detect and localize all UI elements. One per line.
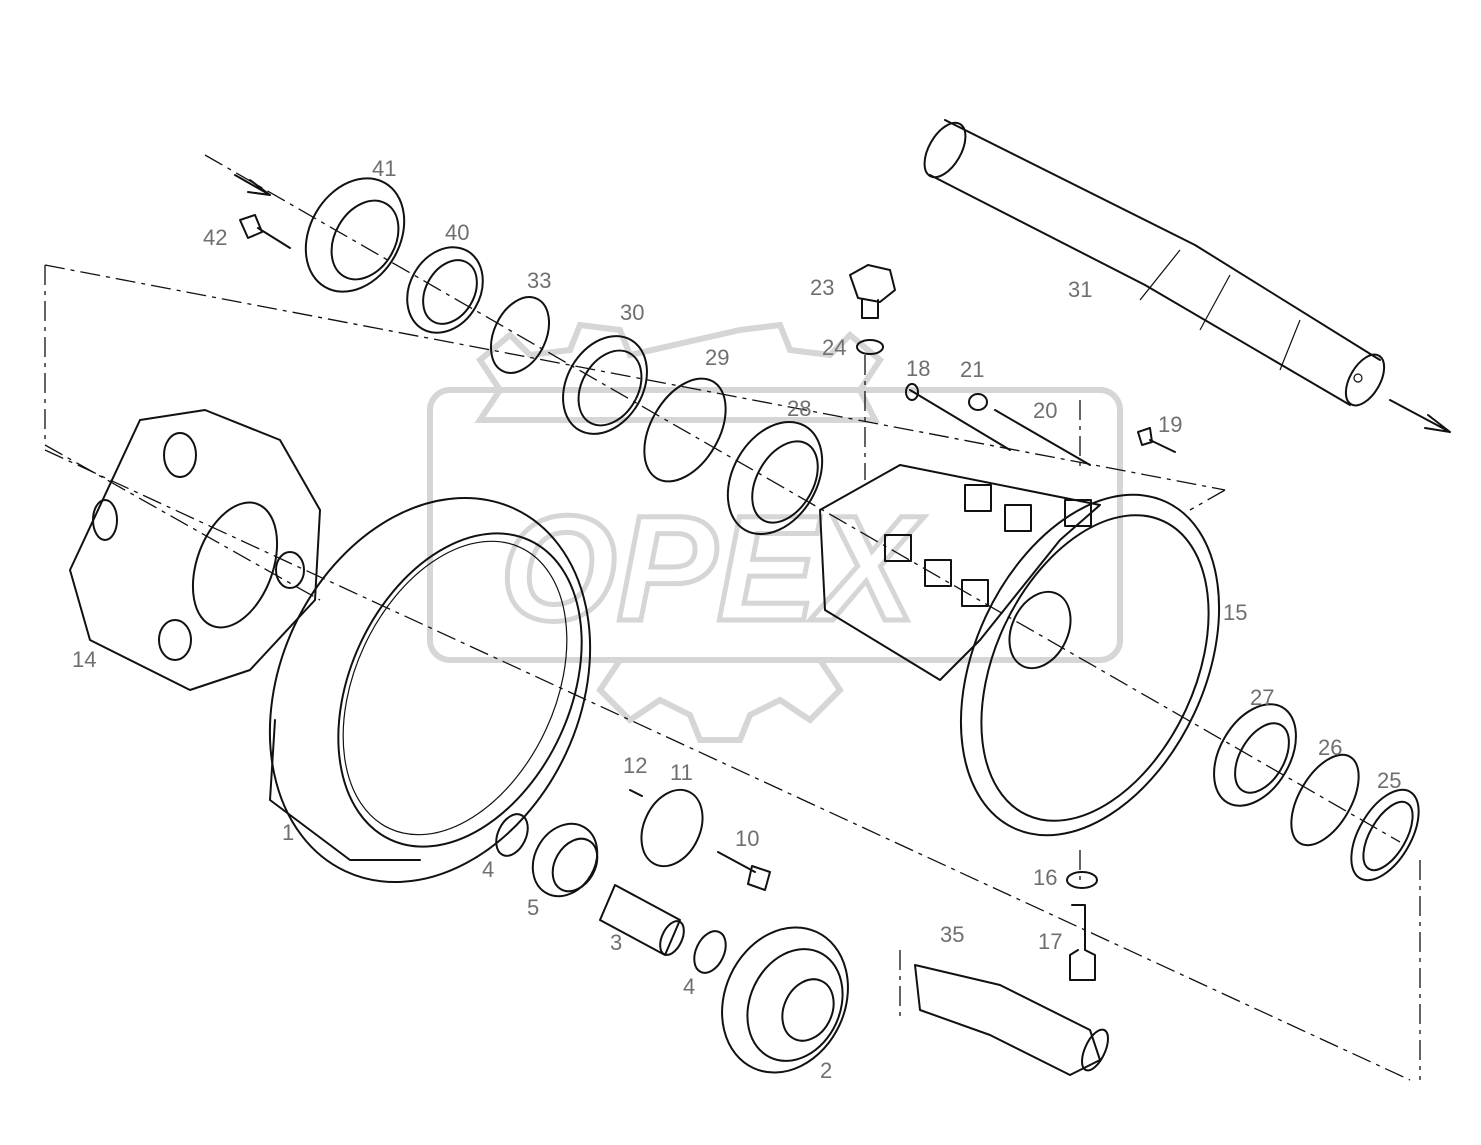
- part-label-17: 17: [1038, 929, 1062, 954]
- snap-ring-4a: [495, 813, 529, 857]
- plate-11: [640, 788, 704, 868]
- pin-12: [629, 789, 643, 797]
- part-label-30: 30: [620, 300, 644, 325]
- part-label-40: 40: [445, 220, 469, 245]
- part-label-33: 33: [527, 268, 551, 293]
- o-ring-16: [1066, 871, 1098, 889]
- ring-26: [1290, 753, 1360, 847]
- part-label-14: 14: [72, 647, 96, 672]
- planet-gear-2: [721, 926, 849, 1074]
- part-label-20: 20: [1033, 398, 1057, 423]
- part-label-16: 16: [1033, 865, 1057, 890]
- part-label-2: 2: [820, 1058, 832, 1083]
- bearing-27: [1213, 703, 1297, 807]
- part-label-25: 25: [1377, 768, 1401, 793]
- bearing-40: [406, 246, 484, 334]
- part-label-27: 27: [1250, 685, 1274, 710]
- part-label-3: 3: [610, 930, 622, 955]
- part-label-24: 24: [822, 335, 846, 360]
- seal-30: [562, 335, 648, 435]
- part-label-10: 10: [735, 826, 759, 851]
- watermark-logo: OPEX: [427, 321, 1123, 743]
- part-label-4: 4: [482, 857, 494, 882]
- planet-carrier-14: [69, 409, 321, 691]
- bolt-19: [1137, 427, 1176, 453]
- direction-arrows: [234, 174, 1451, 433]
- lock-nut-41: [304, 177, 406, 293]
- pinion-shaft-35: [914, 964, 1109, 1076]
- part-label-23: 23: [810, 275, 834, 300]
- bolt-42: [239, 214, 291, 249]
- snap-ring-4b: [693, 930, 727, 974]
- part-label-35: 35: [940, 922, 964, 947]
- part-label-42: 42: [203, 225, 227, 250]
- planet-pin-3: [599, 884, 685, 956]
- nut-21: [968, 393, 988, 411]
- part-label-41: 41: [372, 156, 396, 181]
- needle-bearing-5: [531, 822, 599, 898]
- stud-20: [994, 409, 1091, 466]
- shaft-31: [923, 119, 1386, 407]
- assembly-centerlines: [44, 154, 1421, 1081]
- part-label-19: 19: [1158, 412, 1182, 437]
- part-label-12: 12: [623, 753, 647, 778]
- seal-25: [1350, 788, 1420, 882]
- part-label-15: 15: [1223, 600, 1247, 625]
- plug-23: [849, 264, 896, 319]
- breather-17: [1069, 904, 1096, 981]
- part-label-4: 4: [683, 974, 695, 999]
- part-label-11: 11: [670, 760, 693, 785]
- part-label-26: 26: [1318, 735, 1342, 760]
- ring-gear-1: [268, 496, 592, 884]
- part-label-31: 31: [1068, 277, 1092, 302]
- part-label-29: 29: [705, 345, 729, 370]
- stud-18: [905, 383, 1011, 451]
- bolt-10: [717, 851, 771, 891]
- part-label-18: 18: [906, 356, 930, 381]
- washer-24: [856, 339, 884, 355]
- watermark-text: OPEX: [500, 484, 925, 652]
- part-label-5: 5: [527, 895, 539, 920]
- part-label-21: 21: [960, 357, 984, 382]
- part-label-28: 28: [787, 396, 811, 421]
- housing-15: [819, 464, 1221, 837]
- part-number-labels: 1 2 3 4 4 5 10 11 12 14 15 16 17 18 19 2…: [72, 156, 1401, 1083]
- o-ring-29: [643, 377, 727, 483]
- bearing-28: [726, 420, 824, 536]
- part-label-1: 1: [282, 820, 294, 845]
- snap-ring-33: [489, 296, 551, 374]
